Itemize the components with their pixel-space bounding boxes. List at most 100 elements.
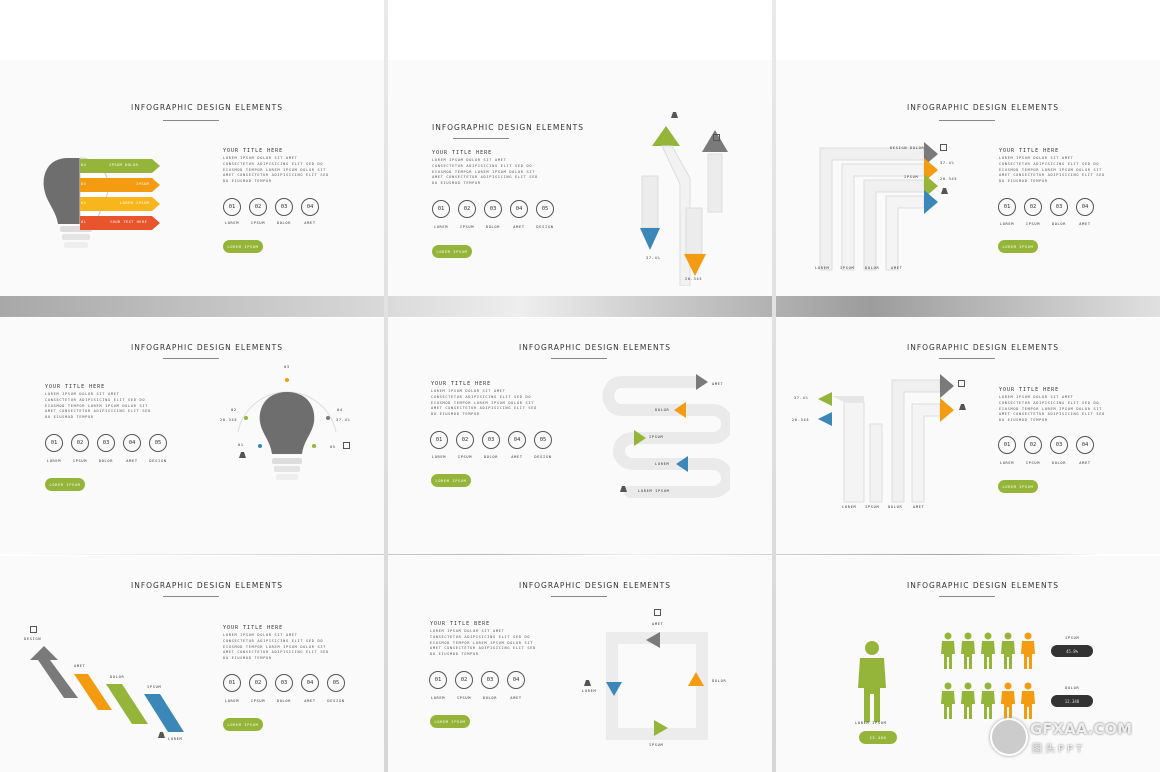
title-underline	[163, 358, 219, 359]
figure-value-pill[interactable]: 23.480	[859, 731, 897, 744]
step-circle-2: 02	[1024, 436, 1042, 454]
bottom-label-dolor: DOLOR	[888, 505, 903, 509]
person-icon	[941, 632, 955, 669]
step-label-3: DOLOR	[1051, 222, 1067, 226]
flask-icon	[620, 486, 627, 492]
title-underline	[939, 596, 995, 597]
slide-7-diagonal-arrows: INFOGRAPHIC DESIGN ELEMENTS DESIGN AMET …	[0, 556, 384, 772]
label-lorem-ipsum: LOREM IPSUM	[638, 489, 670, 493]
step-label-3: DOLOR	[276, 221, 292, 225]
step-label-4: AMET	[510, 696, 522, 700]
ribbon-3-num: 02	[81, 201, 87, 205]
step-label-4: AMET	[511, 455, 523, 459]
lorem-ipsum-button[interactable]: LOREM IPSUM	[223, 240, 263, 253]
chart-icon	[30, 626, 37, 633]
bottom-label-amet: AMET	[891, 266, 903, 270]
step-circle-5: 05	[327, 674, 345, 692]
lorem-ipsum-button[interactable]: LOREM IPSUM	[223, 718, 263, 731]
step-circle-3: 03	[482, 431, 500, 449]
step-label-2: IPSUM	[457, 455, 473, 459]
flask-icon	[239, 452, 246, 458]
body-text: LOREM IPSUM DOLOR SIT AMET CONSECTETUR A…	[999, 156, 1105, 184]
slide-title: INFOGRAPHIC DESIGN ELEMENTS	[907, 103, 1059, 112]
label-04: 04	[337, 408, 343, 412]
value-20-345: 20.345	[685, 277, 703, 281]
slide-title: INFOGRAPHIC DESIGN ELEMENTS	[907, 581, 1059, 590]
title-underline	[453, 138, 509, 139]
bottom-label-dolor: DOLOR	[865, 266, 880, 270]
value-37-4: 37.4%	[794, 396, 809, 400]
your-title: YOUR TITLE HERE	[45, 384, 106, 390]
ribbon-3	[80, 197, 160, 211]
step-circle-1: 01	[432, 200, 450, 218]
step-label-5: DESIGN	[534, 455, 552, 459]
label-lorem: LOREM	[655, 462, 670, 466]
step-circle-3: 03	[275, 198, 293, 216]
label-design-dolor: DESIGN DOLOR	[890, 146, 925, 150]
lorem-ipsum-button[interactable]: LOREM IPSUM	[45, 478, 85, 491]
ribbon-4-label: YOUR TEXT HERE	[110, 220, 148, 224]
label-ipsum: IPSUM	[904, 175, 919, 179]
step-label-2: IPSUM	[1025, 222, 1041, 226]
slide-title: INFOGRAPHIC DESIGN ELEMENTS	[432, 123, 584, 132]
slide-title: INFOGRAPHIC DESIGN ELEMENTS	[131, 343, 283, 352]
step-label-4: AMET	[513, 225, 525, 229]
person-icon	[961, 682, 975, 719]
label-05: 05	[330, 445, 336, 449]
bottom-label-lorem: LOREM	[842, 505, 857, 509]
watermark-g-icon	[990, 718, 1028, 756]
label-ipsum: IPSUM	[147, 685, 162, 689]
lorem-ipsum-button[interactable]: LOREM IPSUM	[998, 240, 1038, 253]
watermark-logo: GFXAA.COM 图头PPT	[990, 716, 1132, 760]
step-circle-2: 02	[458, 200, 476, 218]
lorem-ipsum-button[interactable]: LOREM IPSUM	[432, 245, 472, 258]
step-label-1: LOREM	[431, 455, 447, 459]
step-label-1: LOREM	[999, 222, 1015, 226]
people-grid	[940, 632, 1040, 722]
flask-icon	[941, 188, 948, 194]
your-title: YOUR TITLE HERE	[431, 381, 492, 387]
step-label-4: AMET	[304, 221, 316, 225]
slide-title: INFOGRAPHIC DESIGN ELEMENTS	[519, 581, 671, 590]
ribbon-1-label: IPSUM DOLOR	[109, 163, 139, 167]
your-title: YOUR TITLE BERE	[430, 621, 491, 627]
bottom-label-lorem: LOREM	[815, 266, 830, 270]
title-underline	[551, 596, 607, 597]
step-label-2: IPSUM	[72, 459, 88, 463]
step-label-3: DOLOR	[1051, 461, 1067, 465]
step-label-1: LOREM	[46, 459, 62, 463]
separator-col-2	[772, 0, 776, 772]
lorem-ipsum-button[interactable]: LOREM IPSUM	[998, 480, 1038, 493]
separator-col-1	[384, 0, 388, 772]
label-20-345: 20.345	[940, 177, 958, 181]
step-circle-4: 04	[301, 674, 319, 692]
step-label-5: DESIGN	[536, 225, 554, 229]
flask-icon	[671, 112, 678, 118]
person-icon	[1021, 632, 1035, 669]
value-37-4: 37.4%	[336, 418, 351, 422]
person-icon	[941, 682, 955, 719]
title-underline	[551, 358, 607, 359]
body-text: LOREM IPSUM DOLOR SIT AMET CONSECTETUR A…	[430, 629, 536, 657]
stair-ribbon-diagram	[819, 142, 938, 271]
value-37-4: 37.4%	[646, 256, 661, 260]
step-label-4: AMET	[126, 459, 138, 463]
bottom-label-amet: AMET	[913, 505, 925, 509]
step-circle-4: 04	[508, 431, 526, 449]
label-01: 01	[238, 443, 244, 447]
step-circle-4: 04	[1076, 436, 1094, 454]
lorem-ipsum-button[interactable]: LOREM IPSUM	[430, 715, 470, 728]
lightbulb-radial-icon	[237, 378, 337, 480]
chart-icon	[958, 380, 965, 387]
person-icon	[981, 632, 995, 669]
step-circle-5: 05	[536, 200, 554, 218]
step-circle-4: 04	[507, 671, 525, 689]
lorem-ipsum-button[interactable]: LOREM IPSUM	[431, 474, 471, 487]
vertical-ribbon-diagram	[818, 374, 954, 503]
step-label-1: LOREM	[430, 696, 446, 700]
step-circle-2: 02	[1024, 198, 1042, 216]
ribbon-2-num: 03	[81, 182, 87, 186]
body-text: LOREM IPSUM DOLOR SIT AMET CONSECTETUR A…	[223, 156, 329, 184]
label-dolor: DOLOR	[712, 679, 727, 683]
step-label-4: AMET	[304, 699, 316, 703]
